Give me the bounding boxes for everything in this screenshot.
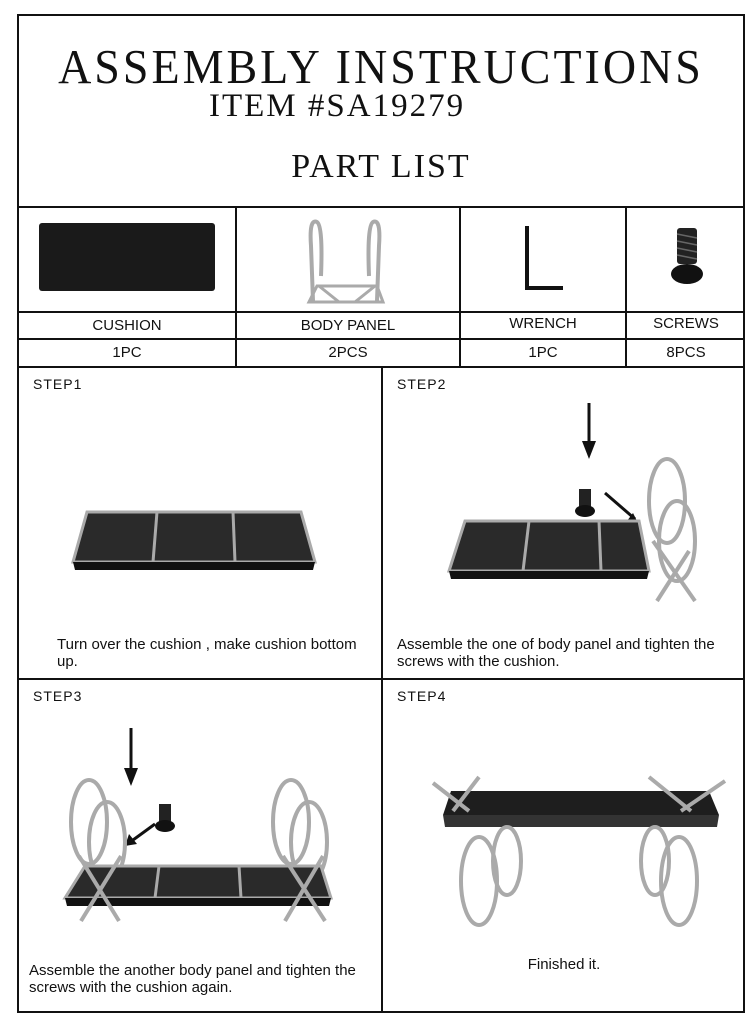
divider (235, 206, 237, 366)
wrench-image (525, 226, 563, 290)
part-list-title: PART LIST (291, 148, 471, 185)
step-description: Finished it. (527, 956, 601, 973)
step2-illustration (446, 403, 697, 603)
part-qty: 1PC (112, 344, 142, 361)
divider (19, 206, 743, 208)
divider (19, 338, 743, 340)
part-name: WRENCH (509, 315, 577, 332)
step1-illustration (71, 510, 317, 570)
step-label: STEP2 (397, 376, 447, 392)
step-label: STEP1 (33, 376, 83, 392)
step-description: Assemble the one of body panel and tight… (397, 636, 715, 670)
divider (459, 206, 461, 366)
part-qty: 1PC (528, 344, 558, 361)
instruction-sheet: ASSEMBLY INSTRUCTIONS ITEM #SA19279 PART… (17, 14, 745, 1013)
cushion-image (39, 223, 215, 291)
part-name: BODY PANEL (300, 317, 396, 334)
body-panel-image (306, 219, 386, 304)
divider (19, 311, 743, 313)
step-label: STEP4 (397, 688, 447, 704)
screw-image (671, 228, 703, 284)
part-qty: 2PCS (328, 344, 368, 361)
part-name: CUSHION (92, 317, 162, 334)
divider (625, 206, 627, 366)
step4-illustration (431, 775, 727, 927)
step-description: Turn over the cushion , make cushion bot… (57, 636, 357, 670)
part-qty: 8PCS (666, 344, 706, 361)
step-description: Assemble the another body panel and tigh… (29, 962, 356, 996)
part-name: SCREWS (653, 315, 719, 332)
step-label: STEP3 (33, 688, 83, 704)
divider (381, 366, 383, 1013)
item-number: ITEM #SA19279 (209, 88, 466, 124)
step3-illustration (62, 728, 334, 923)
page-title: ASSEMBLY INSTRUCTIONS (58, 39, 704, 94)
